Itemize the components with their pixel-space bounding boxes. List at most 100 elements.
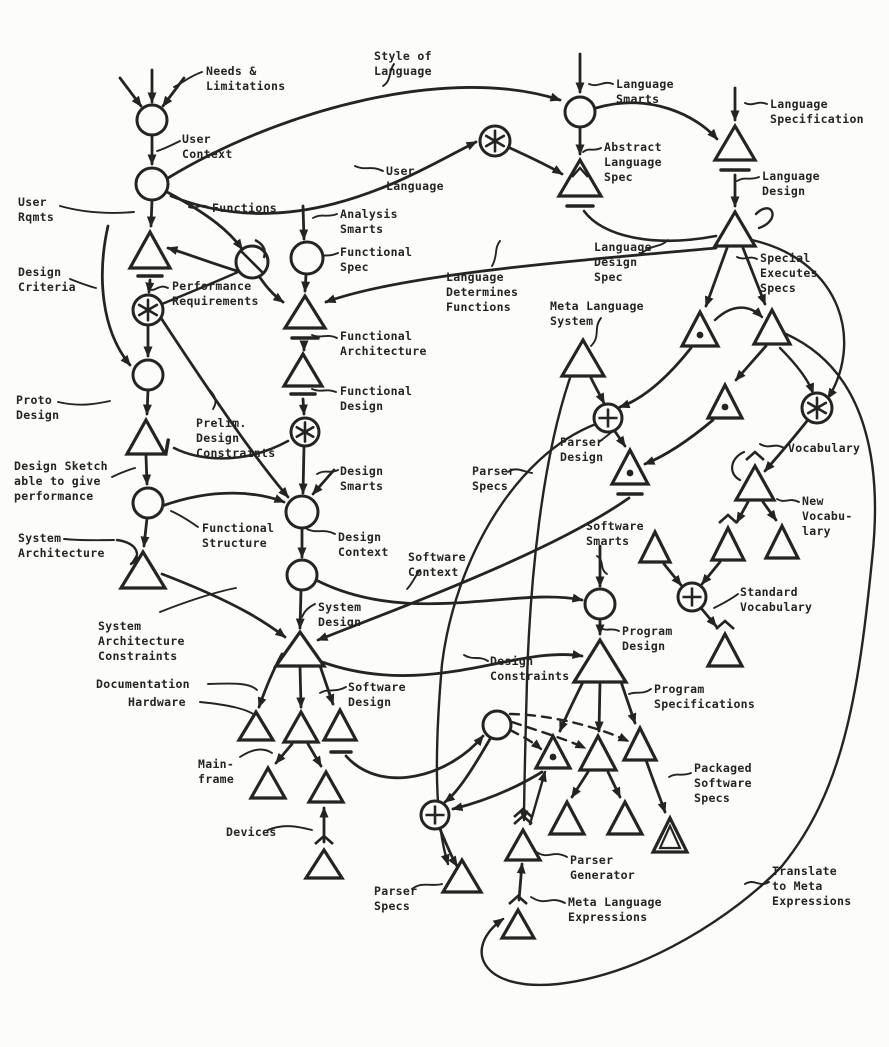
label-leader-15 <box>267 825 313 831</box>
label-leader-23 <box>316 469 339 475</box>
label-leader-30 <box>744 101 768 106</box>
label-leader-0 <box>173 71 203 88</box>
edge-8 <box>142 454 152 486</box>
label-leader-36 <box>507 468 533 474</box>
label-leader-14 <box>239 748 273 758</box>
parser-design-plus-circle <box>592 402 624 434</box>
label-leader-16 <box>382 63 395 87</box>
hardware-triangle <box>281 708 321 744</box>
design-sketch-circle <box>131 486 165 520</box>
label-leader-8 <box>111 467 136 478</box>
label-leader-5 <box>147 285 169 291</box>
label-leader-28 <box>588 81 614 87</box>
vocabulary-star-circle <box>800 391 834 425</box>
label-leader-11 <box>159 587 237 613</box>
label-documentation: Documentation <box>96 677 190 691</box>
label-leader-20 <box>491 240 501 267</box>
label-leader-34 <box>590 317 602 347</box>
label-leader-45 <box>411 883 443 890</box>
abstract-language-spec-triangle <box>556 156 604 198</box>
label-leader-46 <box>534 850 568 858</box>
edge-38 <box>735 500 750 524</box>
label-leader-6 <box>57 400 111 406</box>
standard-vocabulary-triangle <box>705 619 745 668</box>
edge-47 <box>320 650 584 677</box>
label-devices: Devices <box>226 825 277 839</box>
edge-63 <box>274 742 294 765</box>
edge-49 <box>160 491 286 508</box>
edge-35 <box>778 346 815 395</box>
system-design-circle <box>285 558 319 592</box>
parser-specs-triangle <box>440 856 484 894</box>
vocabulary-input-triangle <box>637 528 673 564</box>
edge-20 <box>594 101 719 141</box>
label-leader-39 <box>713 593 739 609</box>
special-executes-triangle-1 <box>679 308 721 348</box>
label-leader-25 <box>406 569 421 590</box>
functional-architecture-triangle <box>281 350 325 388</box>
label-leader-47 <box>530 896 566 904</box>
design-context-circle <box>284 494 320 530</box>
program-spec-triangle-1 <box>533 732 573 770</box>
packaged-triangle-2 <box>605 798 645 836</box>
edge-56 <box>301 273 311 293</box>
label-leader-18 <box>312 213 338 219</box>
label-leader-48 <box>744 881 770 885</box>
edge-10 <box>100 224 132 367</box>
language-smarts-circle <box>563 95 597 129</box>
label-leader-31 <box>736 176 760 182</box>
program-spec-triangle-3 <box>621 724 659 762</box>
label-needs-limitations: Needs &Limitations <box>206 64 285 93</box>
edge-25 <box>754 207 774 230</box>
user-language-star-circle <box>478 124 512 158</box>
edge-7 <box>142 388 152 416</box>
label-leader-24 <box>306 528 336 535</box>
label-leader-3 <box>188 204 209 209</box>
edge-54 <box>295 588 305 630</box>
edge-74 <box>519 376 572 822</box>
software-design-triangle <box>321 706 359 742</box>
edge-83 <box>644 758 667 814</box>
new-vocabulary-triangle <box>733 450 777 502</box>
edge-39 <box>761 500 778 522</box>
label-leader-42 <box>463 654 489 662</box>
edge-14 <box>160 270 240 306</box>
meta-language-expressions-triangle <box>499 894 537 940</box>
meta-language-system-triangle <box>559 336 607 378</box>
program-design-circle <box>583 587 617 621</box>
parser-design-triangle <box>609 446 651 486</box>
label-hardware: Hardware <box>128 695 186 709</box>
edge-68 <box>510 720 587 750</box>
vocabulary-child-triangle-2 <box>763 522 801 560</box>
needs-circle <box>135 103 169 137</box>
label-leader-40 <box>596 555 608 575</box>
mainframe-triangle-2 <box>306 768 346 804</box>
edge-31 <box>612 428 627 448</box>
edge-70 <box>443 737 492 804</box>
label-leader-38 <box>776 498 800 503</box>
edge-41 <box>662 562 683 587</box>
edge-46 <box>316 496 631 642</box>
label-leader-17 <box>354 165 384 172</box>
